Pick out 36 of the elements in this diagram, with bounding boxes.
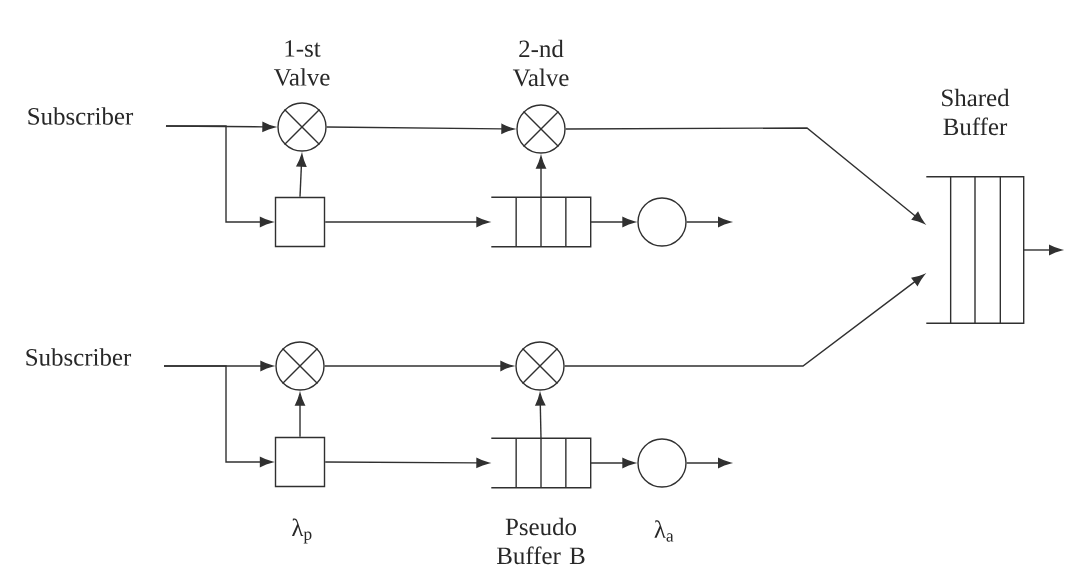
valve-symbol <box>516 104 566 154</box>
queue-buffer <box>925 176 1025 324</box>
server-circle <box>637 197 687 247</box>
arrow <box>326 123 515 134</box>
node-label: 1-st Valve <box>273 40 330 86</box>
arrow <box>564 274 925 367</box>
arrow <box>324 217 490 227</box>
arrow <box>565 127 925 224</box>
arrow <box>324 361 514 371</box>
queue-buffer <box>490 437 592 489</box>
valve-symbol <box>515 341 565 391</box>
valve-symbol <box>277 102 327 152</box>
node-label: Pseudo Buffer B <box>497 517 585 565</box>
arrow <box>324 457 490 468</box>
server-circle <box>637 438 687 488</box>
arrow <box>1023 245 1062 255</box>
process-box <box>274 436 326 488</box>
arrow <box>536 155 546 198</box>
arrow <box>296 153 307 198</box>
arrow <box>163 365 273 467</box>
valve-symbol <box>275 341 325 391</box>
process-box <box>274 196 326 248</box>
arrow <box>535 392 546 439</box>
arrow <box>295 392 305 438</box>
text-label: Subscriber <box>28 107 134 125</box>
queue-buffer <box>490 196 592 248</box>
arrow <box>165 125 273 227</box>
arrow <box>686 458 731 468</box>
arrow <box>590 217 636 227</box>
node-label: Shared Buffer <box>942 88 1010 136</box>
node-label: λ$_{p}$ <box>292 518 312 544</box>
text-label: Subscriber <box>26 348 132 366</box>
arrow <box>686 217 731 227</box>
arrow <box>590 458 636 468</box>
node-label: λ$_{a}$ <box>654 520 674 542</box>
node-label: 2-nd Valve <box>512 39 569 87</box>
